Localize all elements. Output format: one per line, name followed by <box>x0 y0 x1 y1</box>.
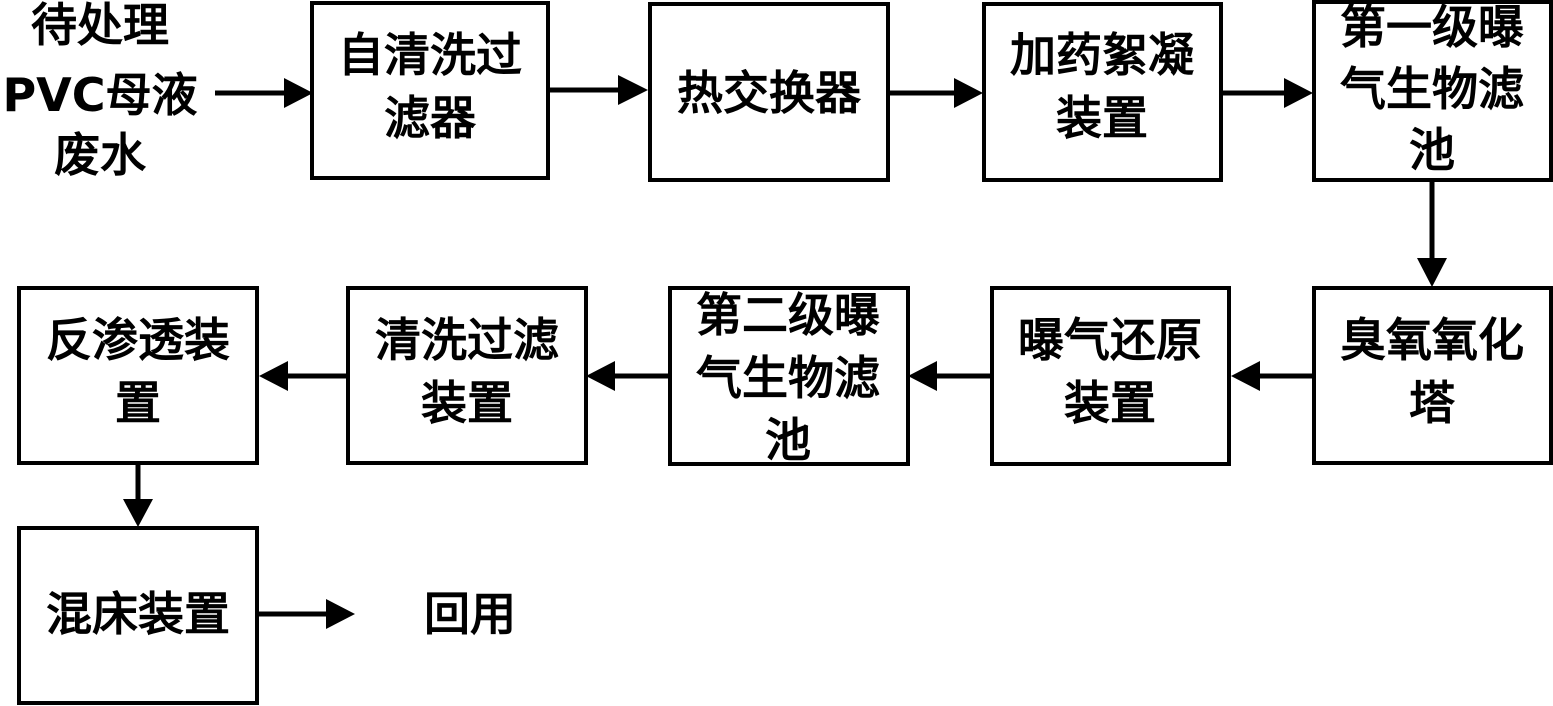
node-box <box>17 526 259 705</box>
node-label-line: 第一级曝 <box>1340 0 1524 54</box>
node-label-line: 混床装置 <box>46 587 230 641</box>
input-label: 待处理 PVC母液 废水 <box>2 0 197 182</box>
node-label-line: 第二级曝 <box>696 288 880 342</box>
node-first-stage-baf: 第一级曝 气生物滤 池 <box>1312 0 1553 182</box>
input-label-line: PVC母液 <box>2 68 197 122</box>
node-box <box>1312 0 1553 182</box>
input-label-line: 待处理 <box>31 0 169 52</box>
node-box <box>310 1 550 180</box>
node-dosing-flocculation: 加药絮凝 装置 <box>982 2 1223 182</box>
node-label-line: 加药絮凝 <box>1010 28 1194 82</box>
node-second-stage-baf: 第二级曝 气生物滤 池 <box>668 286 910 467</box>
node-cleaning-filter: 清洗过滤 装置 <box>346 286 588 465</box>
node-label-line: 装置 <box>1064 376 1156 430</box>
node-label-line: 臭氧氧化 <box>1340 313 1524 367</box>
node-label-line: 池 <box>1409 123 1455 177</box>
node-heat-exchanger: 热交换器 <box>648 2 890 182</box>
arrow-down-icon <box>123 463 153 527</box>
node-label-line: 曝气还原 <box>1018 313 1202 367</box>
arrow-left-icon <box>908 361 992 391</box>
node-label-line: 塔 <box>1409 376 1456 430</box>
node-label-line: 装置 <box>421 376 513 430</box>
arrow-left-icon <box>259 361 348 391</box>
output-label: 回用 <box>424 587 516 641</box>
node-label-line: 清洗过滤 <box>375 313 559 367</box>
node-label-line: 置 <box>115 376 161 430</box>
node-mixed-bed: 混床装置 <box>17 526 259 705</box>
node-reverse-osmosis: 反渗透装 置 <box>17 286 259 465</box>
node-box <box>648 2 890 182</box>
node-label-line: 装置 <box>1056 91 1148 145</box>
node-self-cleaning-filter: 自清洗过 滤器 <box>310 1 550 180</box>
arrow-left-icon <box>1231 361 1314 391</box>
node-box <box>668 286 910 466</box>
arrow-right-icon <box>257 599 355 629</box>
node-box <box>1312 286 1553 465</box>
arrow-right-icon <box>888 78 983 108</box>
node-label-line: 反渗透装 <box>46 313 230 367</box>
arrow-left-icon <box>586 361 670 391</box>
node-label-line: 气生物滤 <box>1340 62 1524 116</box>
input-label-line: 废水 <box>54 128 147 182</box>
node-aeration-reduction: 曝气还原 装置 <box>990 286 1231 466</box>
node-label-line: 气生物滤 <box>696 351 880 405</box>
arrow-down-icon <box>1417 180 1447 287</box>
node-box <box>982 2 1223 182</box>
arrow-right-icon <box>1221 78 1313 108</box>
node-ozone-oxidation-tower: 臭氧氧化 塔 <box>1312 286 1553 465</box>
node-label-line: 池 <box>765 413 811 467</box>
node-label-line: 自清洗过 <box>338 28 522 82</box>
arrow-right-icon <box>215 78 313 108</box>
node-label-line: 热交换器 <box>677 66 862 120</box>
arrow-right-icon <box>548 75 648 105</box>
node-label-line: 滤器 <box>384 91 477 145</box>
